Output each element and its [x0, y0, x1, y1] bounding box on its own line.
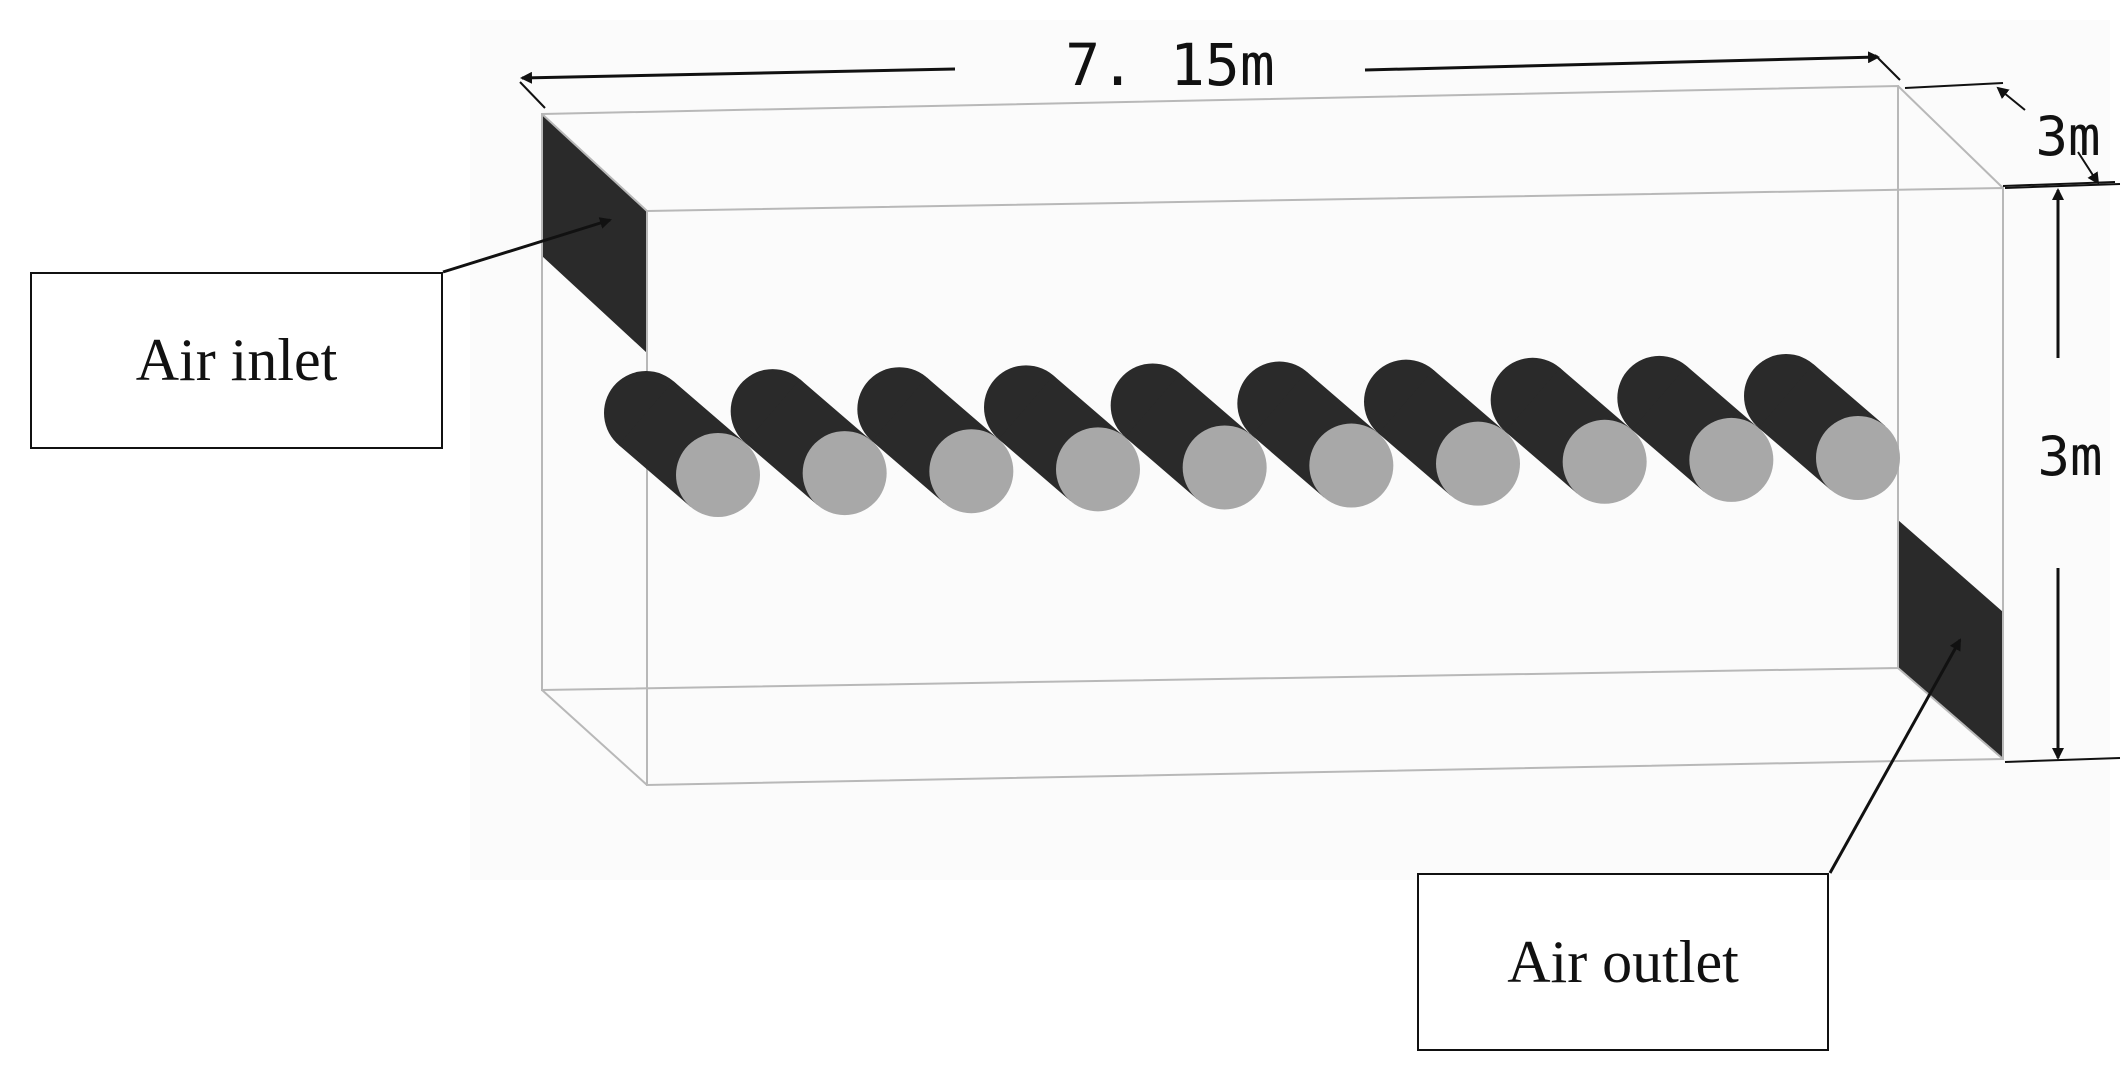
height-dimension	[2004, 183, 2121, 763]
cylinder-front-cap	[1689, 417, 1774, 502]
height-label: 3m	[2037, 425, 2102, 488]
cylinder-front-cap	[1056, 427, 1140, 512]
cylinder	[1364, 359, 1520, 506]
depth-arrow-upper	[1996, 86, 2026, 111]
depth-edge-bottom-left	[541, 689, 648, 786]
length-extension-left	[519, 81, 546, 109]
cylinder	[1490, 357, 1647, 504]
depth-label: 3m	[2035, 105, 2100, 168]
cylinder-front-cap	[1182, 425, 1267, 510]
height-extension-bottom	[2004, 757, 2121, 763]
inlet-leader-arrow	[442, 217, 612, 274]
length-arrow-right	[1364, 51, 1880, 72]
cylinder	[984, 365, 1140, 512]
cylinder-front-cap	[1562, 419, 1647, 504]
cylinder	[857, 367, 1014, 514]
depth-edge-top-left	[541, 113, 648, 212]
cylinder-front-cap	[929, 429, 1014, 514]
cylinder-front-cap	[1816, 416, 1900, 500]
cylinder-row	[604, 354, 1900, 517]
length-extension-right	[1874, 54, 1901, 81]
cylinder-front-cap	[802, 431, 887, 516]
depth-arrow-lower	[2077, 151, 2100, 185]
length-dimension	[519, 51, 1901, 109]
duct-box-wireframe	[541, 84, 2004, 787]
cylinder	[604, 371, 760, 517]
cylinder	[1110, 363, 1267, 510]
air-inlet-port	[542, 114, 647, 353]
cylinder-front-cap	[1436, 421, 1520, 506]
air-inlet-label: Air inlet	[135, 327, 338, 393]
air-outlet-label: Air outlet	[1507, 928, 1739, 995]
cylinder	[730, 369, 887, 516]
depth-extension-top	[1904, 82, 2004, 89]
air-outlet-callout: Air outlet	[1417, 873, 1829, 1051]
height-extension-top	[2004, 183, 2121, 189]
depth-dimension	[1904, 82, 2116, 187]
cylinder-front-cap	[676, 433, 760, 517]
cylinder	[1617, 355, 1774, 502]
length-arrow-left	[520, 67, 956, 84]
cylinder	[1237, 361, 1394, 508]
cylinder	[1744, 354, 1900, 500]
depth-edge-bottom-right	[1897, 667, 2004, 760]
cylinder-front-cap	[1309, 423, 1394, 508]
depth-edge-top-right	[1897, 85, 2004, 189]
length-label: 7. 15m	[1065, 31, 1275, 99]
outlet-leader-arrow	[1828, 638, 1962, 874]
air-inlet-callout: Air inlet	[30, 272, 443, 449]
